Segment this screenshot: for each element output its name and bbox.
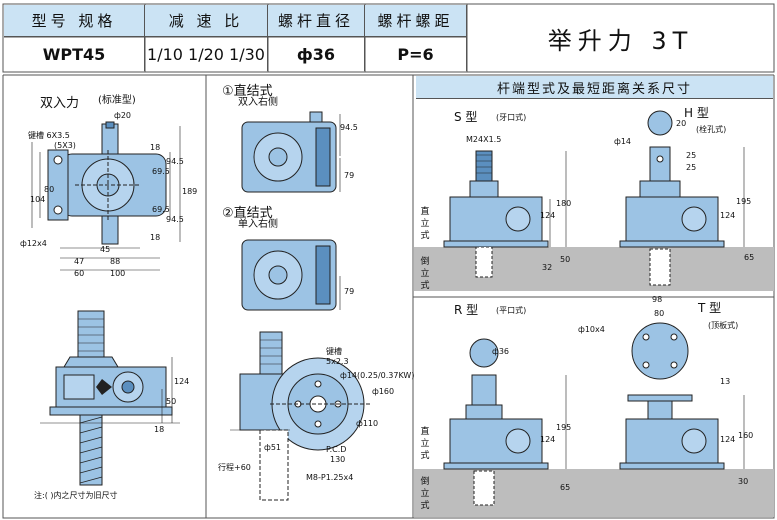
dim-100: 100 (110, 269, 126, 278)
dim-79-direct-single: 79 (344, 287, 355, 296)
dim-69-5-top: 69.5 (152, 167, 170, 176)
r-phi36: ф36 (492, 347, 510, 356)
screw-diameter-value: ф36 (268, 37, 365, 71)
pcd-value: 130 (330, 455, 346, 464)
upright-label-bottom: 直立式 (420, 427, 430, 461)
dim-18-top: 18 (150, 143, 161, 152)
shaft-phi20-label: ф20 (114, 111, 132, 120)
h-phi14: ф14 (614, 137, 632, 146)
r-dim-65: 65 (560, 483, 571, 492)
left-title-note: (标准型) (98, 95, 136, 106)
direct-single-sub: 单入右侧 (238, 219, 278, 230)
h-type-title: H 型 (684, 106, 709, 120)
flange-phi160: ф160 (372, 387, 395, 396)
direct-double-sub: 双入右侧 (238, 97, 278, 108)
dim-94-5-direct: 94.5 (340, 123, 358, 132)
double-input-front-view (40, 310, 180, 486)
legacy-dimensions-note: 注:( )内之尺寸为旧尺寸 (34, 491, 118, 500)
ratio-label: 减 速 比 (145, 5, 268, 37)
screw-pitch-label: 螺杆螺距 (365, 5, 467, 37)
dim-94-5-bottom: 94.5 (166, 215, 184, 224)
s-thread-label: M24X1.5 (466, 135, 502, 144)
dim-79-direct-double: 79 (344, 171, 355, 180)
model-label: 型号 规格 (4, 5, 145, 37)
r-dim-124: 124 (540, 435, 556, 444)
h-dim-20: 20 (676, 119, 687, 128)
t-dim-13: 13 (720, 377, 731, 386)
s-type-title: S 型 (454, 110, 478, 124)
dim-47: 47 (74, 257, 85, 266)
t-type-note: (顶板式) (708, 321, 739, 330)
dim-189: 189 (182, 187, 198, 196)
s-type-note: (牙口式) (496, 113, 527, 122)
inverted-label-bottom: 倒立式 (420, 477, 430, 511)
s-dim-50: 50 (560, 255, 571, 264)
dim-104: 104 (30, 195, 46, 204)
dim-18-front: 18 (154, 425, 165, 434)
keyway-old-label: (5X3) (54, 141, 76, 150)
s-dim-180: 180 (556, 199, 572, 208)
ratio-value: 1/10 1/20 1/30 (145, 37, 268, 71)
s-dim-124: 124 (540, 211, 556, 220)
h-type-note: (栓孔式) (696, 125, 727, 134)
bolt-spec: M8-P1.25x4 (306, 473, 354, 482)
bore-phi51: ф51 (264, 443, 282, 452)
dim-60: 60 (74, 269, 85, 278)
r-type-note: (平口式) (496, 306, 527, 315)
keyway-label: 键槽 6X3.5 (28, 131, 70, 140)
h-dim-195: 195 (736, 197, 752, 206)
end-type-section-title: 杆端型式及最短距离关系尺寸 (416, 76, 773, 99)
t-phi10x4: ф10x4 (578, 325, 605, 334)
screw-diameter-label: 螺杆直径 (268, 5, 365, 37)
dim-124: 124 (174, 377, 190, 386)
t-type-title: T 型 (698, 301, 722, 315)
dim-50: 50 (166, 397, 177, 406)
motor-keyway-label: 键槽 (326, 347, 342, 356)
end-type-drawings (414, 110, 774, 517)
h-dim-25b: 25 (686, 163, 697, 172)
r-dim-195: 195 (556, 423, 572, 432)
left-title: 双入力 (40, 96, 80, 111)
model-value: WPT45 (4, 37, 145, 71)
r-type-title: R 型 (454, 303, 479, 317)
stroke-label: 行程+60 (218, 463, 251, 472)
dim-94-5-top: 94.5 (166, 157, 184, 166)
dim-69-5-bottom: 69.5 (152, 205, 170, 214)
dim-80: 80 (44, 185, 55, 194)
motor-flange-drawing (230, 331, 370, 501)
t-dim-124: 124 (720, 435, 736, 444)
motor-shaft-phi14: ф14(0.25/0.37KW) (340, 371, 415, 380)
t-dim-30: 30 (738, 477, 749, 486)
screw-pitch-value: P=6 (365, 37, 467, 71)
t-dim-98: 98 (652, 295, 663, 304)
direct-double-title: ①直结式 (222, 84, 273, 99)
inverted-label-top: 倒立式 (420, 257, 430, 291)
motor-keyway-size: 5x2.3 (326, 357, 349, 366)
upright-label-top: 直立式 (420, 207, 430, 241)
dim-45: 45 (100, 245, 111, 254)
mount-hole-label: ф12x4 (20, 239, 47, 248)
pcd-label: P.C.D (326, 445, 347, 454)
panel-frames (2, 75, 775, 519)
t-dim-80: 80 (654, 309, 665, 318)
direct-single-title: ②直结式 (222, 206, 273, 221)
direct-single-drawing (241, 239, 341, 311)
h-dim-25a: 25 (686, 151, 697, 160)
dim-18-bottom: 18 (150, 233, 161, 242)
direct-double-drawing (241, 111, 341, 193)
s-dim-32: 32 (542, 263, 553, 272)
lift-capacity-title: 举升力 3T (547, 26, 694, 55)
h-dim-65: 65 (744, 253, 755, 262)
h-dim-124: 124 (720, 211, 736, 220)
dim-88: 88 (110, 257, 121, 266)
double-input-top-view (31, 121, 181, 271)
flange-phi110: ф110 (356, 419, 379, 428)
t-dim-160: 160 (738, 431, 754, 440)
